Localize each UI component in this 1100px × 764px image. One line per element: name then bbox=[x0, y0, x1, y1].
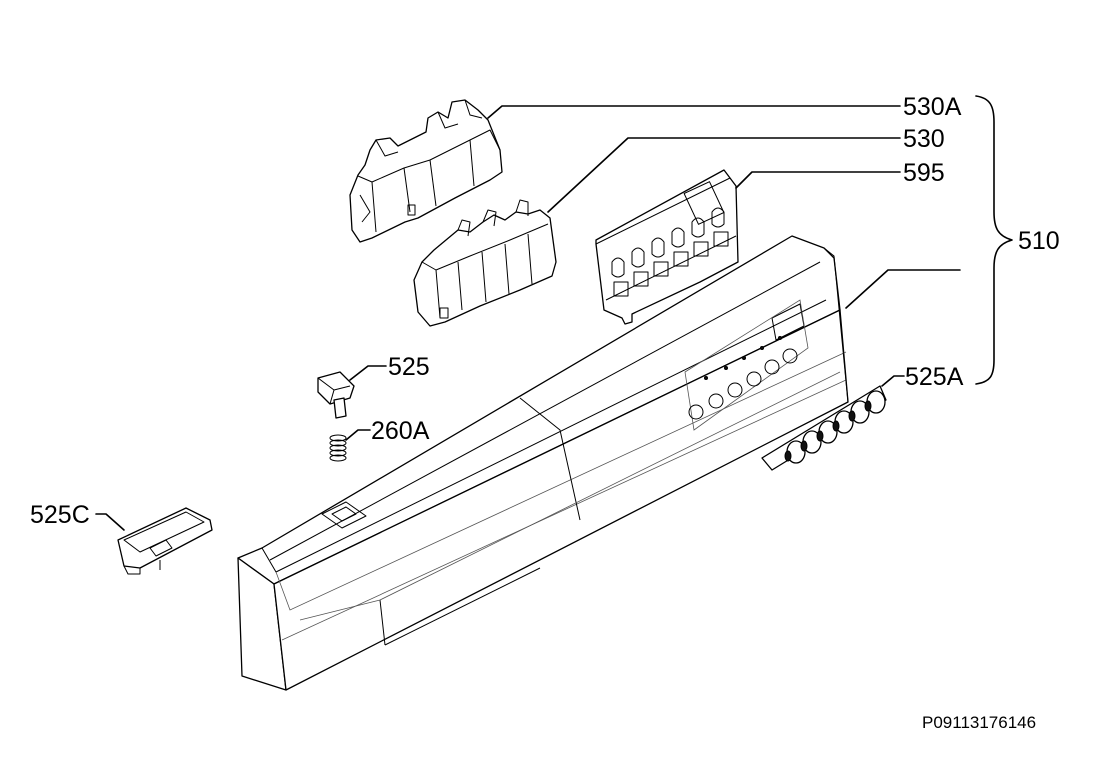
part-510-control-panel bbox=[237, 235, 849, 691]
label-260A: 260A bbox=[371, 417, 430, 445]
label-530A: 530A bbox=[903, 93, 962, 121]
leader-530 bbox=[547, 137, 901, 213]
part-525 bbox=[317, 371, 355, 419]
part-525C bbox=[117, 507, 213, 575]
leader-595 bbox=[735, 171, 901, 189]
label-525A: 525A bbox=[905, 363, 964, 391]
label-525C: 525C bbox=[30, 501, 90, 529]
part-530A bbox=[349, 99, 503, 243]
leader-510-panel bbox=[845, 269, 961, 309]
part-labels: 530A 530 595 510 525 260A 525A 525C bbox=[30, 93, 1060, 529]
part-525A bbox=[761, 385, 887, 471]
label-525: 525 bbox=[388, 353, 430, 381]
part-260A bbox=[329, 434, 347, 462]
leader-260A bbox=[345, 429, 371, 441]
leader-lines bbox=[95, 105, 961, 531]
leader-530A bbox=[487, 105, 901, 119]
leader-525A bbox=[881, 375, 905, 387]
brace-510 bbox=[975, 95, 1013, 385]
label-510: 510 bbox=[1018, 227, 1060, 255]
label-530: 530 bbox=[903, 125, 945, 153]
part-595 bbox=[595, 169, 739, 325]
part-530 bbox=[413, 199, 557, 327]
drawing-code: P09113176146 bbox=[922, 713, 1036, 732]
leader-525 bbox=[349, 365, 387, 381]
label-595: 595 bbox=[903, 159, 945, 187]
leader-525C bbox=[95, 513, 125, 531]
